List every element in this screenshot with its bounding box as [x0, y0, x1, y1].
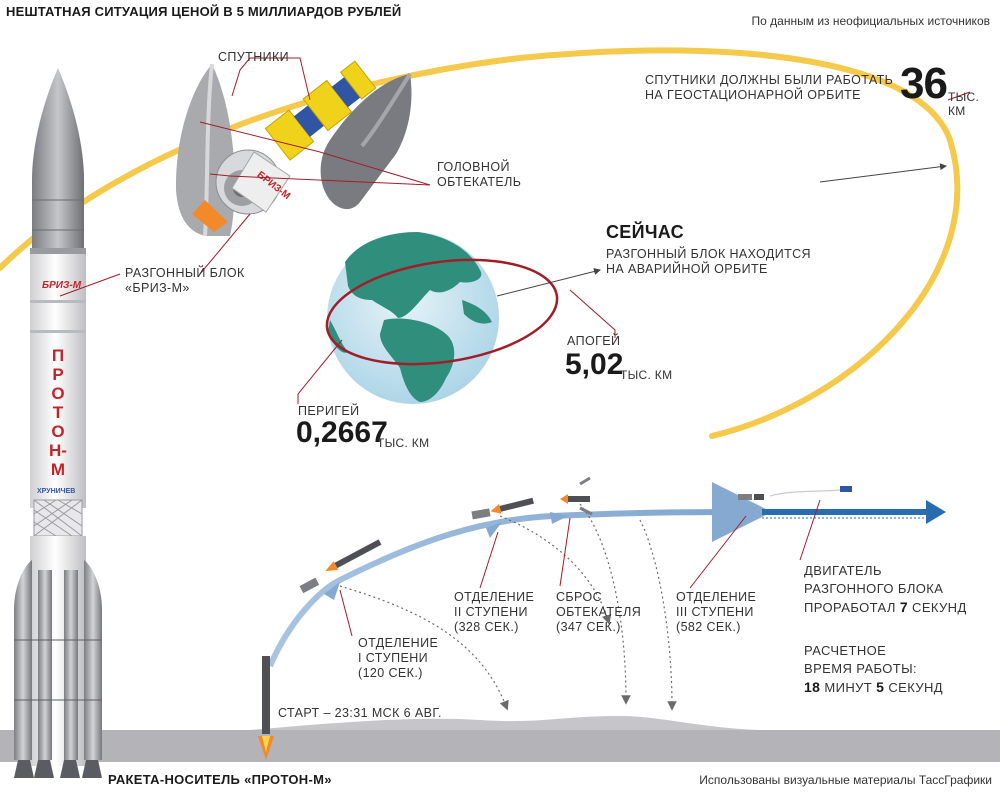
start-label: СТАРТ – 23:31 МСК 6 АВГ. [278, 706, 442, 720]
now-text: РАЗГОННЫЙ БЛОК НАХОДИТСЯ НА АВАРИЙНОЙ ОР… [606, 247, 811, 277]
upper-stage-label-line1: РАЗГОННЫЙ БЛОК [125, 266, 245, 280]
flight-profile [258, 476, 946, 760]
proton-m-rocket [14, 68, 102, 778]
rocket-stage1-sep [325, 539, 382, 572]
fairing-drop-label: СБРОС ОБТЕКАТЕЛЯ (347 СЕК.) [556, 590, 641, 635]
engine-info: ДВИГАТЕЛЬ РАЗГОННОГО БЛОКА ПРОРАБОТАЛ 7 … [804, 562, 967, 617]
now-heading: СЕЙЧАС [606, 222, 684, 242]
component-callouts [59, 57, 431, 297]
planned-seconds-value: 5 [876, 679, 885, 695]
stage3-line1: ОТДЕЛЕНИЕ [676, 590, 757, 604]
stage3-time: (582 СЕК.) [676, 620, 741, 634]
planned-minutes-value: 18 [804, 679, 821, 695]
stage3-line2: III СТУПЕНИ [676, 605, 754, 619]
apogee-label: АПОГЕЙ [567, 334, 621, 348]
stage2-label: ОТДЕЛЕНИЕ II СТУПЕНИ (328 СЕК.) [454, 590, 534, 635]
now-line2: НА АВАРИЙНОЙ ОРБИТЕ [606, 262, 768, 276]
rocket-name-text: ПРОТОН-М [49, 346, 67, 479]
engine-line2: РАЗГОННОГО БЛОКА [804, 581, 944, 596]
planned-minutes-unit: МИНУТ [824, 680, 873, 695]
now-pointer [496, 268, 601, 297]
now-line1: РАЗГОННЫЙ БЛОК НАХОДИТСЯ [606, 247, 811, 261]
planned-info: РАСЧЕТНОЕ ВРЕМЯ РАБОТЫ: 18 МИНУТ 5 СЕКУН… [804, 642, 943, 697]
upper-stage-label: РАЗГОННЫЙ БЛОК «БРИЗ-М» [125, 266, 245, 296]
rocket-breeze-mark: БРИЗ-М [42, 280, 82, 291]
satellites-label: СПУТНИКИ [218, 50, 290, 64]
target-orbit-value: 36 [900, 59, 948, 108]
emergency-orbit [325, 258, 559, 366]
perigee-unit: ТЫС. КМ [377, 436, 430, 450]
stage2-line1: ОТДЕЛЕНИЕ [454, 590, 535, 604]
planned-line2: ВРЕМЯ РАБОТЫ: [804, 661, 918, 676]
planned-duration-row: 18 МИНУТ 5 СЕКУНД [804, 678, 943, 697]
engine-seconds-unit: СЕКУНД [912, 600, 967, 615]
stage1-label: ОТДЕЛЕНИЕ I СТУПЕНИ (120 СЕК.) [358, 636, 438, 681]
source-note: По данным из неофициальных источников [751, 14, 990, 28]
perigee-label: ПЕРИГЕЙ [298, 404, 360, 418]
credit-note: Использованы визуальные материалы ТассГр… [699, 773, 992, 787]
ground-strip [0, 730, 1000, 762]
rocket-maker: ХРУНИЧЕВ [37, 488, 76, 495]
stage2-body [471, 508, 491, 520]
stage1-line2: I СТУПЕНИ [358, 651, 429, 665]
orbit-callouts [297, 91, 971, 404]
rocket-fairing-sep [560, 476, 593, 516]
engine-line3-row: ПРОРАБОТАЛ 7 СЕКУНД [804, 598, 967, 617]
engine-line3: ПРОРАБОТАЛ [804, 600, 896, 615]
stage3-label: ОТДЕЛЕНИЕ III СТУПЕНИ (582 СЕК.) [676, 590, 756, 635]
rocket-stage2-sep [490, 497, 534, 514]
page-title: НЕШТАТНАЯ СИТУАЦИЯ ЦЕНОЙ В 5 МИЛЛИАРДОВ … [6, 4, 402, 19]
target-orbit-line2: НА ГЕОСТАЦИОНАРНОЙ ОРБИТЕ [645, 88, 861, 102]
stage1-booster [299, 577, 320, 594]
stage1-line1: ОТДЕЛЕНИЕ [358, 636, 439, 650]
planned-seconds-unit: СЕКУНД [888, 680, 944, 695]
breeze-burn [769, 486, 852, 497]
perigee-value: 0,2667 [296, 416, 388, 449]
stage1-time: (120 СЕК.) [358, 666, 423, 680]
exploded-fairing-right [320, 72, 412, 210]
rocket-start [258, 656, 274, 760]
geo-pointer [819, 163, 947, 183]
upper-stage-label-line2: «БРИЗ-М» [125, 281, 190, 295]
geostationary-orbit-arc [0, 47, 961, 439]
stage2-line2: II СТУПЕНИ [454, 605, 528, 619]
fairing-drop-line2: ОБТЕКАТЕЛЯ [556, 605, 642, 619]
target-orbit-line1: СПУТНИКИ ДОЛЖНЫ БЫЛИ РАБОТАТЬ [645, 73, 894, 87]
engine-line1: ДВИГАТЕЛЬ [804, 563, 882, 578]
fairing-label-line2: ОБТЕКАТЕЛЬ [437, 175, 522, 189]
stage2-time: (328 СЕК.) [454, 620, 519, 634]
breeze-m-stage: БРИЗ-М [192, 149, 292, 232]
fairing-drop-line1: СБРОС [556, 590, 603, 604]
earth-globe [327, 232, 499, 404]
engine-seconds-value: 7 [899, 599, 909, 615]
fairing-label: ГОЛОВНОЙ ОБТЕКАТЕЛЬ [437, 160, 521, 190]
apogee-value: 5,02 [565, 348, 624, 381]
stage3-sep [738, 494, 764, 500]
rocket-name-vertical: ПРОТОН-М [48, 346, 68, 479]
fairing-drop-time: (347 СЕК.) [556, 620, 621, 634]
fairing-label-line1: ГОЛОВНОЙ [437, 160, 510, 174]
planned-line1: РАСЧЕТНОЕ [804, 643, 887, 658]
target-orbit-text: СПУТНИКИ ДОЛЖНЫ БЫЛИ РАБОТАТЬ НА ГЕОСТАЦ… [645, 73, 893, 103]
target-orbit-unit: ТЫС. КМ [948, 90, 980, 118]
rocket-caption: РАКЕТА-НОСИТЕЛЬ «ПРОТОН-М» [108, 772, 332, 787]
apogee-unit: ТЫС. КМ [620, 368, 673, 382]
